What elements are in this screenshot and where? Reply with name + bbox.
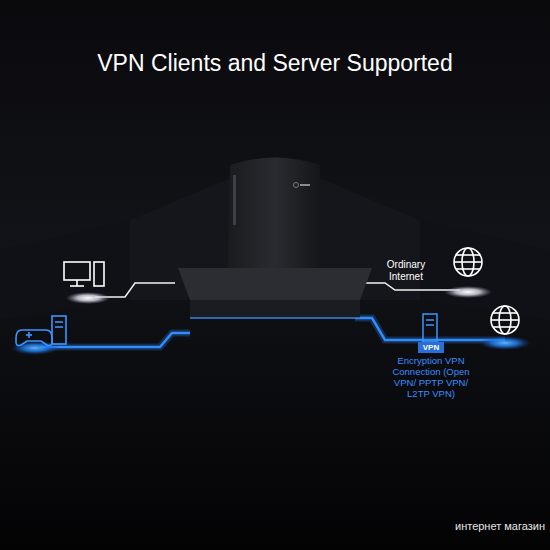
router-logo <box>294 183 299 188</box>
vpn-server-icon <box>423 314 437 342</box>
vpn-line <box>40 333 190 347</box>
vpn-glow <box>355 318 505 340</box>
disc-white <box>444 286 492 298</box>
gamepad-icon <box>16 330 52 346</box>
vpn-line <box>355 318 505 340</box>
router <box>228 158 322 269</box>
platform-edge <box>190 317 360 319</box>
vpn-description: Encryption VPN Connection (Open VPN/ PPT… <box>388 356 474 400</box>
platform-top <box>178 268 372 300</box>
tag-text: VPN <box>418 342 444 353</box>
computer-icon <box>64 262 104 286</box>
side-wall <box>420 220 550 320</box>
platform-side <box>190 300 360 318</box>
side-wall <box>0 220 130 320</box>
vpn-tag: VPNEncryption VPN Connection (Open VPN/ … <box>418 342 444 353</box>
router-leds <box>233 175 236 225</box>
ordinary-line <box>360 283 460 290</box>
vpn-glow <box>40 333 190 347</box>
disc-blue <box>479 336 531 350</box>
server-icon <box>52 316 66 344</box>
disc-white <box>66 292 110 304</box>
globe-icon <box>454 248 482 276</box>
router-logo <box>300 184 310 186</box>
ordinary-line <box>95 283 175 297</box>
title: VPN Clients and Server Supported <box>0 50 550 77</box>
internet-label: Ordinary Internet <box>378 259 434 282</box>
globe-icon <box>491 306 519 334</box>
watermark: интернет магазин <box>405 520 545 533</box>
